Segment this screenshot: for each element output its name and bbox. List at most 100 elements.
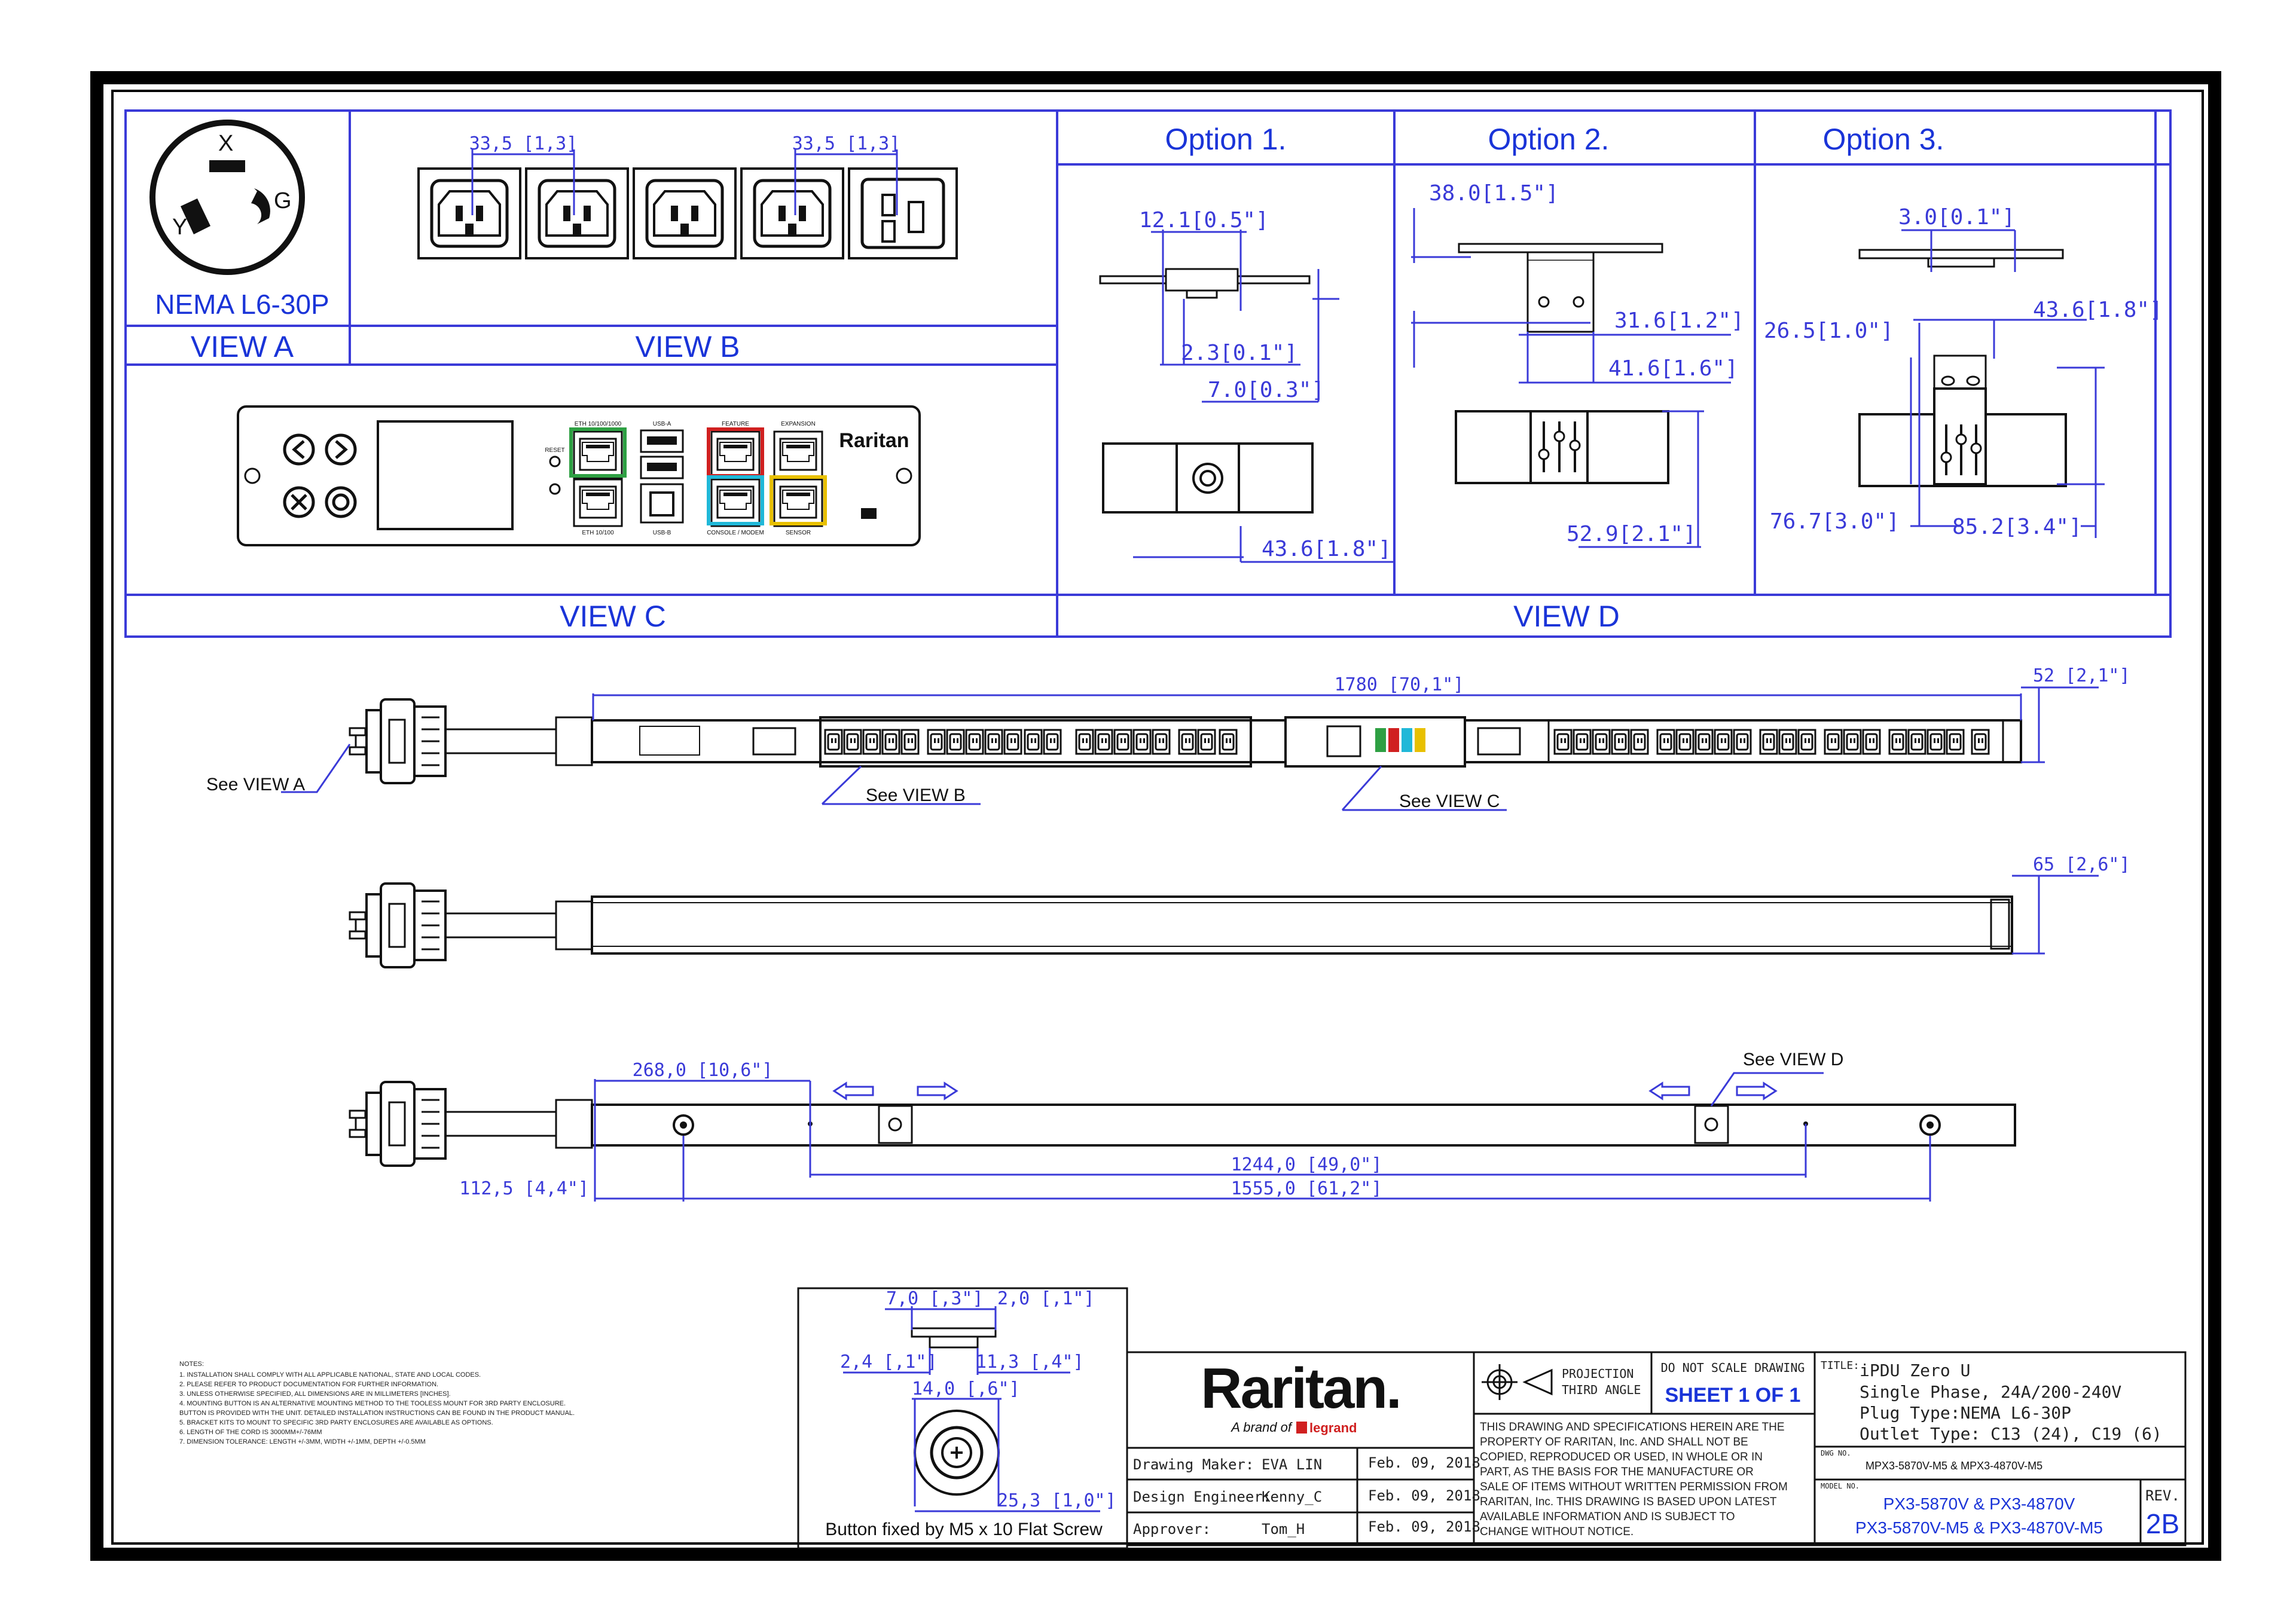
- note-line: 2. PLEASE REFER TO PRODUCT DOCUMENTATION…: [179, 1381, 438, 1388]
- third-angle-projection-icon: [1482, 1364, 1553, 1400]
- option-2-dim-3: 41.6[1.6"]: [1608, 356, 1738, 381]
- rev-value: 2B: [2146, 1508, 2179, 1539]
- title-line-4: Outlet Type: C13 (24), C19 (6): [1860, 1424, 2162, 1444]
- design-engineer-name: Kenny_C: [1262, 1488, 1322, 1505]
- button-detail-dimensions: [843, 1306, 1100, 1512]
- view-b-dimension-lines: [471, 149, 898, 215]
- disclaimer-line: COPIED, REPRODUCED OR USED, IN WHOLE OR …: [1480, 1451, 1763, 1463]
- button-dim-4: 11,3 [,4"]: [976, 1352, 1084, 1373]
- option-2-dim-1: 38.0[1.5"]: [1429, 181, 1559, 206]
- title-line-1: iPDU Zero U: [1860, 1361, 1970, 1380]
- note-line: 6. LENGTH OF THE CORD IS 3000MM+/-76MM: [179, 1429, 322, 1436]
- view-b-dim-left: 33,5 [1,3]: [469, 133, 578, 154]
- pin-y-label: Y: [172, 215, 187, 240]
- dwg-no-value: MPX3-5870V-M5 & MPX3-4870V-M5: [1866, 1460, 2042, 1472]
- pdu-back-view: [349, 1081, 2016, 1167]
- view-b-dim-right: 33,5 [1,3]: [792, 133, 900, 154]
- design-engineer-date: Feb. 09, 2018: [1368, 1487, 1480, 1504]
- inner-border: [111, 90, 2204, 1545]
- view-b-label: VIEW B: [635, 330, 740, 363]
- outer-border: [90, 71, 2221, 1561]
- view-table-grid: [124, 109, 2172, 638]
- note-line: 4. MOUNTING BUTTON IS AN ALTERNATIVE MOU…: [179, 1400, 566, 1407]
- right-arrow-button-icon: [325, 433, 357, 466]
- port-label-console: CONSOLE / MODEM: [707, 530, 764, 536]
- view-c-controller-panel: RESET ETH 10/100/1000 USB-A FEATURE EXPA…: [237, 405, 921, 546]
- brand-tagline: A brand of: [1230, 1420, 1293, 1435]
- option-3-dim-2: 26.5[1.0"]: [1764, 319, 1894, 343]
- button-dim-6: 25,3 [1,0"]: [997, 1490, 1116, 1511]
- plug-type-label: NEMA L6-30P: [155, 289, 329, 320]
- port-label-eth-100: ETH 10/100: [582, 530, 614, 536]
- option-3-dim-3: 43.6[1.8"]: [2033, 298, 2163, 322]
- option-3-dimension-lines: [1901, 229, 2105, 538]
- dim-1244: 1244,0 [49,0"]: [1231, 1154, 1382, 1175]
- view-b-outlet-bank: [419, 169, 957, 258]
- ok-button-icon: [325, 486, 357, 518]
- approver-role: Approver:: [1133, 1521, 1211, 1538]
- pin-x-label: X: [218, 131, 233, 156]
- option-1-bracket: [1099, 268, 1314, 514]
- drawing-maker-date: Feb. 09, 2018: [1368, 1454, 1480, 1471]
- pin-g-label: G: [274, 188, 292, 213]
- legrand-logo: legrand: [1309, 1420, 1357, 1435]
- model-no-label: MODEL NO.: [1821, 1482, 1860, 1490]
- drawing-maker-role: Drawing Maker:: [1133, 1456, 1254, 1473]
- dim-1555: 1555,0 [61,2"]: [1231, 1178, 1382, 1199]
- design-engineer-role: Design Engineer:: [1133, 1488, 1271, 1505]
- see-view-c-label: See VIEW C: [1399, 791, 1500, 811]
- drawing-maker-name: EVA LIN: [1262, 1456, 1322, 1473]
- button-dim-3: 2,4 [,1"]: [840, 1352, 938, 1373]
- see-view-d-label: See VIEW D: [1743, 1050, 1843, 1069]
- pdu-width-dim: 52 [2,1"]: [2033, 665, 2130, 686]
- button-dim-2: 2,0 [,1"]: [997, 1288, 1095, 1309]
- model-no-line-1: PX3-5870V & PX3-4870V: [1883, 1494, 2075, 1513]
- option-1-dimension-lines: [1133, 230, 1393, 563]
- dim-268: 268,0 [10,6"]: [633, 1060, 773, 1081]
- reset-label: RESET: [545, 447, 564, 454]
- slide-arrow-icons: [832, 1081, 1778, 1101]
- option-3-dim-4: 76.7[3.0"]: [1770, 509, 1900, 534]
- option-2-title: Option 2.: [1488, 123, 1610, 156]
- raritan-logo: Raritan.: [1201, 1356, 1400, 1420]
- sheet-label: SHEET 1 OF 1: [1665, 1384, 1801, 1407]
- projection-label: PROJECTION: [1562, 1367, 1634, 1381]
- see-view-b-label: See VIEW B: [866, 785, 966, 805]
- approver-name: Tom_H: [1262, 1521, 1305, 1538]
- see-view-a-label: See VIEW A: [206, 775, 305, 794]
- notes-title: NOTES:: [179, 1361, 204, 1368]
- back-dimension-lines: [594, 1072, 1931, 1202]
- disclaimer-line: PROPERTY OF RARITAN, Inc. AND SHALL NOT …: [1480, 1436, 1748, 1448]
- dwg-no-label: DWG NO.: [1821, 1449, 1851, 1457]
- note-line: 1. INSTALLATION SHALL COMPLY WITH ALL AP…: [179, 1371, 481, 1379]
- option-1-dim-1: 12.1[0.5"]: [1139, 208, 1269, 233]
- port-label-usb-b: USB-B: [653, 530, 671, 536]
- option-1-title: Option 1.: [1165, 123, 1287, 156]
- option-3-title: Option 3.: [1823, 123, 1944, 156]
- front-dimension-lines: [281, 686, 2099, 811]
- disclaimer-line: SALE OF ITEMS WITHOUT WRITTEN PERMISSION…: [1480, 1481, 1788, 1493]
- view-a-plug-face: X Y G: [149, 120, 305, 275]
- note-line: 7. DIMENSION TOLERANCE: LENGTH +/-3MM, W…: [179, 1438, 426, 1445]
- button-dim-5: 14,0 [,6"]: [912, 1379, 1020, 1399]
- option-3-bracket: [1858, 249, 2067, 487]
- model-no-line-2: PX3-5870V-M5 & PX3-4870V-M5: [1855, 1518, 2103, 1537]
- option-2-dim-4: 52.9[2.1"]: [1567, 522, 1696, 546]
- port-label-expansion: EXPANSION: [781, 421, 816, 427]
- disclaimer-line: RARITAN, Inc. THIS DRAWING IS BASED UPON…: [1480, 1496, 1777, 1508]
- rev-label: REV.: [2145, 1487, 2180, 1504]
- dim-112: 112,5 [4,4"]: [459, 1178, 589, 1199]
- notes: NOTES: 1. INSTALLATION SHALL COMPLY WITH…: [179, 1361, 575, 1445]
- front-outlets-bank-2: [1553, 729, 1990, 755]
- title-line-2: Single Phase, 24A/200-240V: [1860, 1382, 2121, 1402]
- view-a-label: VIEW A: [191, 330, 294, 363]
- option-1-dim-2: 2.3[0.1"]: [1181, 341, 1297, 365]
- option-3-dim-5: 85.2[3.4"]: [1952, 515, 2082, 539]
- note-line: BUTTON IS PROVIDED WITH THE UNIT. DETAIL…: [179, 1410, 575, 1417]
- third-angle-label: THIRD ANGLE: [1562, 1383, 1641, 1397]
- option-2-dim-2: 31.6[1.2"]: [1614, 308, 1744, 333]
- port-label-sensor: SENSOR: [786, 530, 811, 536]
- button-detail-caption: Button fixed by M5 x 10 Flat Screw: [825, 1520, 1103, 1539]
- lcd-display: [377, 420, 514, 530]
